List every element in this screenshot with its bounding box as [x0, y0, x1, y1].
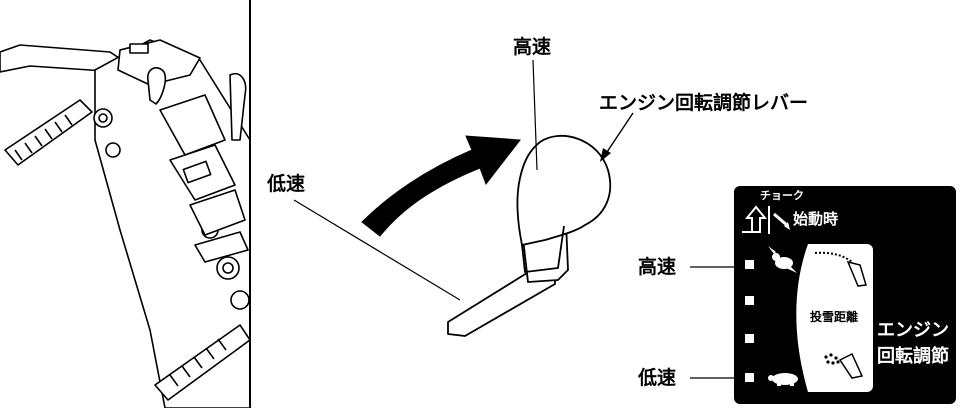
- direction-arrow: [361, 135, 521, 237]
- throw-distance-label: 投雪距離: [810, 310, 859, 324]
- choke-lever-icon: [773, 212, 789, 228]
- lever-leader: [602, 112, 634, 159]
- high-speed-label: 高速: [513, 36, 552, 58]
- panel-low-label: 低速: [638, 367, 677, 389]
- low-speed-label: 低速: [267, 173, 306, 195]
- lever-leader-arrowhead: [600, 148, 611, 162]
- slot-square: [745, 296, 754, 305]
- lever-name-label: エンジン回転調節レバー: [599, 92, 809, 114]
- lever-illustration: [447, 134, 612, 337]
- engine-label-line1: エンジン: [877, 320, 949, 341]
- panel-leader-lines: [690, 266, 738, 379]
- slot-square: [745, 373, 754, 382]
- turtle-icon: [768, 373, 798, 386]
- start-time-label: 始動時: [793, 210, 839, 228]
- choke-arrow-icon: [742, 205, 768, 233]
- chute-near-icon: [824, 352, 864, 379]
- leader-lines: [293, 59, 538, 301]
- rabbit-icon: [768, 246, 797, 273]
- panel-high-label: 高速: [638, 256, 677, 278]
- choke-label: チョーク: [760, 189, 804, 202]
- chute-far-icon: [814, 251, 867, 287]
- slot-square: [745, 334, 754, 343]
- snowblower-illustration: [0, 39, 251, 409]
- engine-label-line2: 回転調節: [877, 346, 949, 367]
- slot-square: [745, 260, 754, 269]
- control-panel: [734, 186, 956, 404]
